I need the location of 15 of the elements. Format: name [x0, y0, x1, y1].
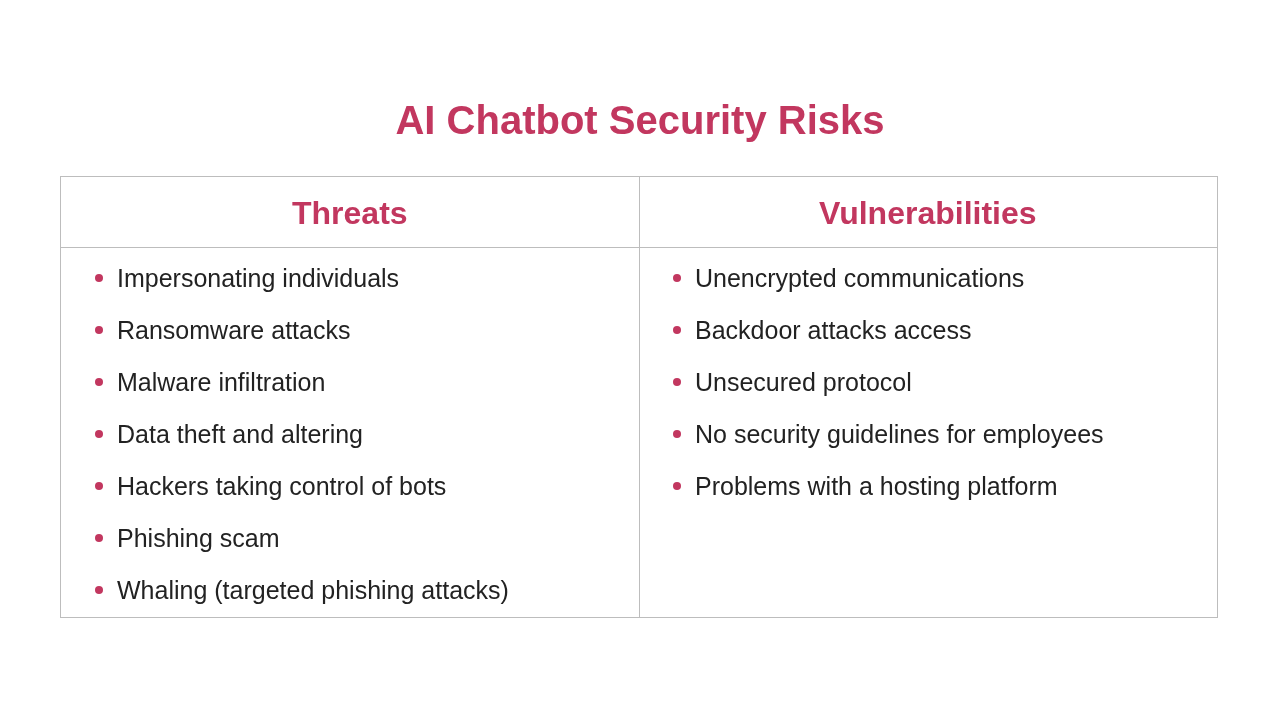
- list-item: Hackers taking control of bots: [117, 471, 447, 501]
- list-item: Data theft and altering: [117, 419, 363, 449]
- list-item: Phishing scam: [117, 523, 280, 553]
- list-item: Ransomware attacks: [117, 315, 351, 345]
- title: AI Chatbot Security Risks: [394, 98, 886, 143]
- list-item: Unencrypted communications: [695, 263, 1025, 293]
- column-header: Threats: [292, 195, 408, 232]
- list-item: Impersonating individuals: [117, 263, 400, 293]
- list-item: Malware infiltration: [117, 367, 326, 397]
- list-item: Whaling (targeted phishing attacks): [117, 575, 509, 605]
- list-item: Problems with a hosting platform: [695, 471, 1058, 501]
- list-item: No security guidelines for employees: [695, 419, 1104, 449]
- list-item: Backdoor attacks access: [695, 315, 972, 345]
- list-item: Unsecured protocol: [695, 367, 912, 397]
- column-header: Vulnerabilities: [819, 195, 1037, 232]
